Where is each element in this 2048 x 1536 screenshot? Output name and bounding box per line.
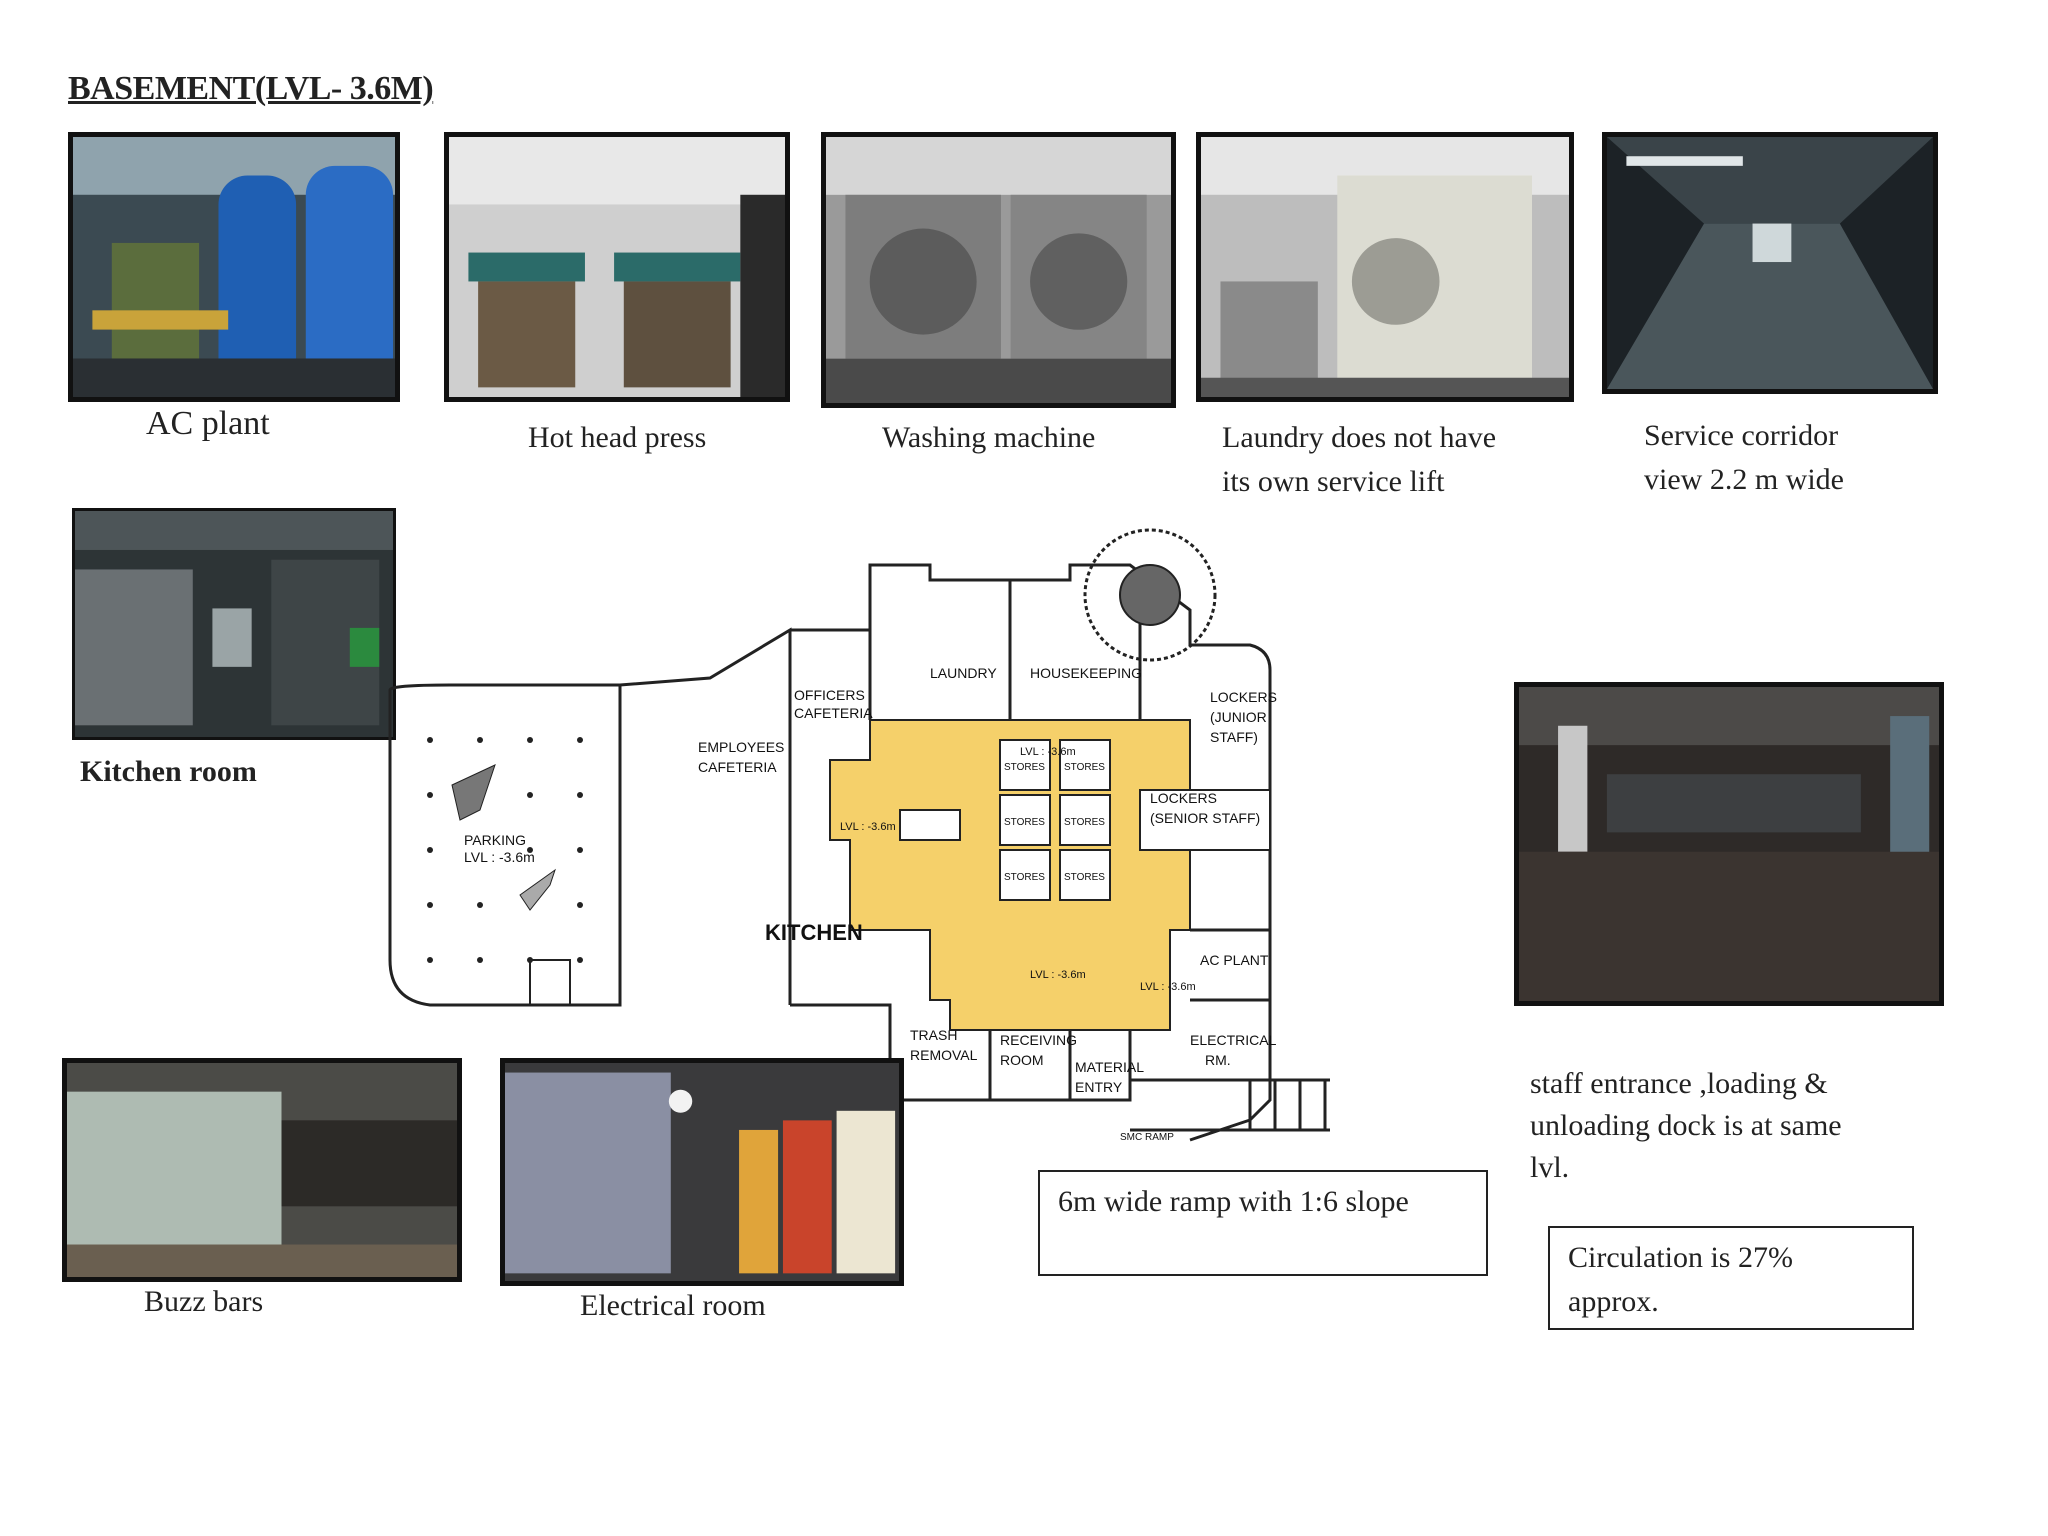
plan-label-parking: PARKING (464, 832, 526, 848)
plan-label-officers: OFFICERS (794, 687, 865, 703)
buzz-bars-caption: Buzz bars (144, 1285, 264, 1318)
ac-plant-photo (68, 132, 400, 402)
plan-label-lvl-b: LVL : -3.6m (840, 821, 896, 833)
plan-label-lockers-junior: LOCKERS (1210, 689, 1277, 705)
electrical-room-caption: Electrical room (580, 1289, 766, 1322)
plan-label-employees-2: CAFETERIA (698, 759, 777, 775)
service-corridor-caption-2: view 2.2 m wide (1644, 463, 1844, 496)
plan-label-trash-2: REMOVAL (910, 1047, 978, 1063)
ac-plant-caption: AC plant (146, 405, 270, 442)
plan-label-ac-plant: AC PLANT (1200, 952, 1269, 968)
plan-label-receiving-2: ROOM (1000, 1052, 1044, 1068)
plan-label-ramp: SMC RAMP (1120, 1132, 1174, 1143)
plan-label-stores-2: STORES (1064, 762, 1105, 773)
plan-label-lockers-junior-2: (JUNIOR (1210, 709, 1267, 725)
plan-label-lvl-d: LVL : -3.6m (1140, 981, 1196, 993)
plan-label-lvl-a: LVL : -3.6m (1020, 746, 1076, 758)
circulation-note-line1: Circulation is 27% (1568, 1241, 1793, 1274)
plan-label-lockers-senior: LOCKERS (1150, 790, 1217, 806)
laundry-caption-2: its own service lift (1222, 465, 1445, 498)
circulation-note: Circulation is 27% approx. (1548, 1226, 1914, 1330)
ramp-note-text: 6m wide ramp with 1:6 slope (1058, 1185, 1409, 1218)
electrical-room-photo (500, 1058, 904, 1286)
plan-label-laundry: LAUNDRY (930, 665, 997, 681)
plan-label-parking-2: LVL : -3.6m (464, 849, 535, 865)
plan-label-electrical: ELECTRICAL (1190, 1032, 1277, 1048)
plan-label-lockers-senior-2: (SENIOR STAFF) (1150, 810, 1260, 826)
washing-machine-caption: Washing machine (882, 421, 1096, 454)
plan-label-kitchen: KITCHEN (765, 920, 863, 945)
plan-label-employees: EMPLOYEES (698, 739, 784, 755)
plan-label-housekeeping: HOUSEKEEPING (1030, 665, 1142, 681)
plan-label-officers-2: CAFETERIA (794, 705, 873, 721)
plan-label-material-2: ENTRY (1075, 1079, 1123, 1095)
hot-head-press-photo (444, 132, 790, 402)
floor-plan: LAUNDRY HOUSEKEEPING OFFICERS CAFETERIA … (388, 528, 1330, 1143)
plan-label-electrical-2: RM. (1205, 1052, 1231, 1068)
plan-label-receiving: RECEIVING (1000, 1032, 1077, 1048)
ramp-note: 6m wide ramp with 1:6 slope (1038, 1170, 1488, 1276)
plan-label-lockers-junior-3: STAFF) (1210, 729, 1258, 745)
service-corridor-caption-1: Service corridor (1644, 419, 1839, 452)
service-corridor-photo (1602, 132, 1938, 394)
buzz-bars-photo (62, 1058, 462, 1282)
plan-label-stores-1: STORES (1004, 762, 1045, 773)
staff-entrance-caption-2: unloading dock is at same (1530, 1109, 1842, 1142)
plan-label-stores-5: STORES (1004, 872, 1045, 883)
plan-label-lvl-c: LVL : -3.6m (1030, 969, 1086, 981)
kitchen-room-caption: Kitchen room (80, 755, 257, 788)
page-title: BASEMENT(LVL- 3.6M) (68, 70, 434, 107)
kitchen-room-photo (72, 508, 396, 740)
plan-label-stores-4: STORES (1064, 817, 1105, 828)
staff-entrance-photo (1514, 682, 1944, 1006)
circulation-note-line2: approx. (1568, 1285, 1659, 1318)
laundry-photo (1196, 132, 1574, 402)
staff-entrance-caption-3: lvl. (1530, 1151, 1570, 1184)
plan-label-stores-6: STORES (1064, 872, 1105, 883)
plan-label-trash: TRASH (910, 1027, 957, 1043)
hot-head-press-caption: Hot head press (528, 421, 707, 454)
plan-label-stores-3: STORES (1004, 817, 1045, 828)
laundry-caption-1: Laundry does not have (1222, 421, 1497, 454)
staff-entrance-caption-1: staff entrance ,loading & (1530, 1067, 1828, 1100)
washing-machine-photo (821, 132, 1176, 408)
plan-label-material: MATERIAL (1075, 1059, 1144, 1075)
